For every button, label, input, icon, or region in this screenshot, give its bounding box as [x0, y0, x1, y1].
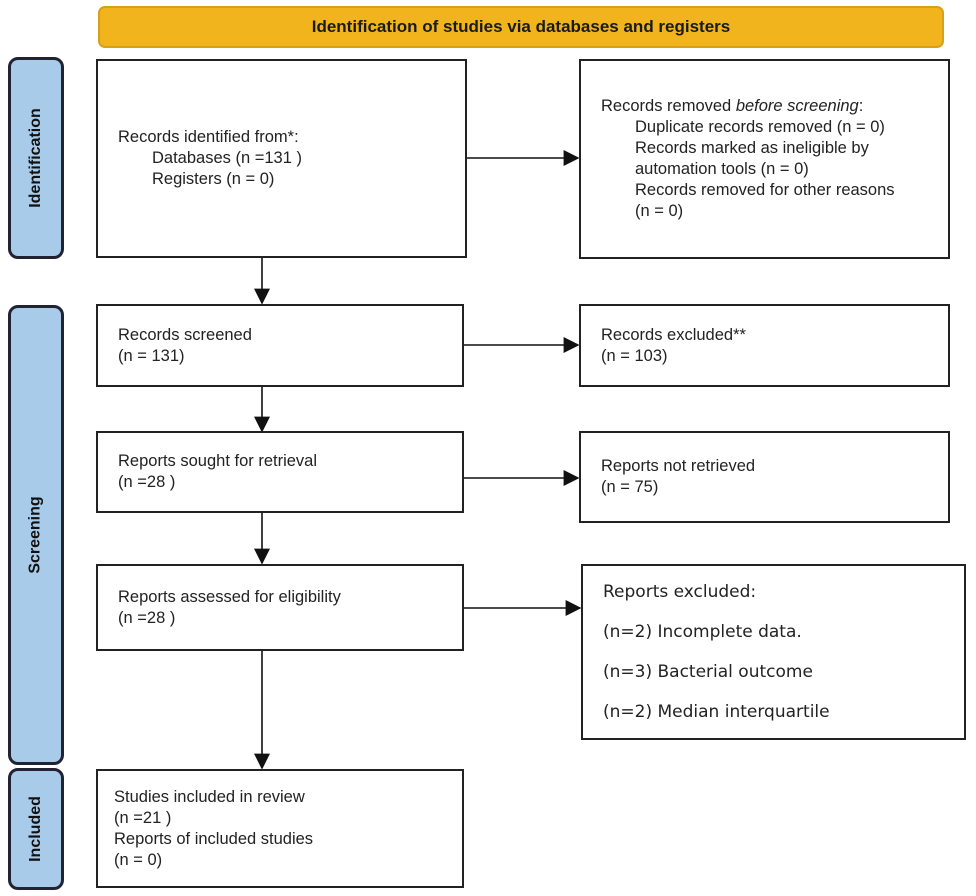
box-title: Reports assessed for eligibility: [118, 587, 341, 606]
box-title: Reports sought for retrieval: [118, 452, 318, 470]
box-title: Records screened: [118, 325, 252, 344]
box-title: Records identified from*:: [118, 128, 299, 146]
phase-screening: Screening: [8, 305, 64, 765]
phase-included: Included: [8, 768, 64, 890]
records-identified-box: Records identified from*: Databases (n =…: [96, 59, 467, 258]
reports-sought-box: Reports sought for retrieval (n =28 ): [96, 431, 464, 513]
reports-not-retrieved-box: Reports not retrieved (n = 75): [579, 431, 950, 523]
box-title: Records excluded**: [601, 325, 746, 344]
box-line: Reports of included studies: [114, 829, 314, 848]
box-count: (n =28 ): [118, 473, 176, 491]
studies-included-box: Studies included in review (n =21 ) Repo…: [96, 769, 464, 888]
reports-excluded-box: Reports excluded: (n=2) Incomplete data.…: [581, 564, 966, 740]
box-title: Records removed before screening:: [601, 96, 948, 117]
box-line: Registers (n = 0): [152, 170, 275, 188]
box-line: Records removed for other reasons (n = 0…: [635, 181, 895, 220]
box-line: Duplicate records removed (n = 0): [635, 118, 885, 136]
title-part: :: [858, 97, 864, 115]
box-count: (n =28 ): [118, 608, 176, 627]
records-screened-box: Records screened (n = 131): [96, 304, 464, 387]
box-line: (n = 0): [114, 850, 163, 869]
box-count: (n = 75): [601, 478, 659, 496]
title-part: Records removed: [601, 97, 736, 115]
box-line: Records marked as ineligible by automati…: [635, 139, 869, 178]
records-removed-box: Records removed before screening: Duplic…: [579, 59, 950, 259]
box-line: Databases (n =131 ): [152, 149, 302, 167]
box-line: (n =21 ): [114, 808, 172, 827]
records-excluded-box: Records excluded** (n = 103): [579, 304, 950, 387]
box-title: Reports excluded:: [603, 582, 757, 602]
diagram-header: Identification of studies via databases …: [98, 6, 944, 48]
box-line: (n=2) Incomplete data.: [603, 622, 802, 642]
title-italic: before screening: [735, 97, 859, 115]
box-line: (n=2) Median interquartile: [603, 702, 830, 722]
box-line: Studies included in review: [114, 787, 305, 806]
box-title: Reports not retrieved: [601, 457, 756, 475]
box-count: (n = 131): [118, 346, 185, 365]
box-count: (n = 103): [601, 346, 668, 365]
phase-identification: Identification: [8, 57, 64, 259]
reports-assessed-box: Reports assessed for eligibility (n =28 …: [96, 564, 464, 651]
box-line: (n=3) Bacterial outcome: [603, 662, 813, 682]
